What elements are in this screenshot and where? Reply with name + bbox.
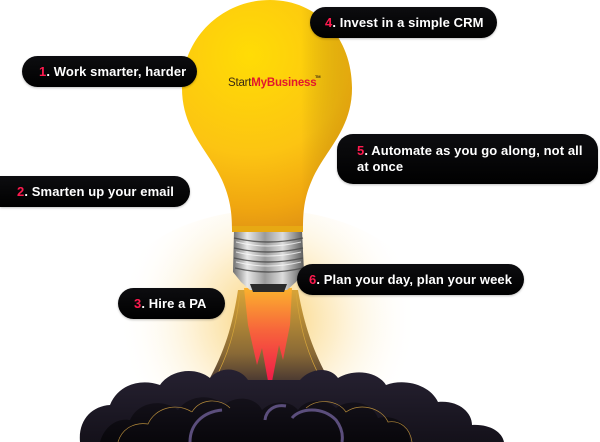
tip-text: . Smarten up your email (24, 184, 175, 199)
tip-text: . Work smarter, harder (46, 64, 187, 79)
logo-mybusiness-text: MyBusiness (251, 77, 317, 89)
logo-trademark: TM (315, 74, 321, 79)
tip-pill-4: 4. Invest in a simple CRM (310, 7, 497, 38)
tip-pill-1: 1. Work smarter, harder (22, 56, 197, 87)
tip-number: 2 (17, 184, 25, 199)
tip-text: . Automate as you go along, not all at o… (357, 143, 583, 174)
tip-number: 1 (39, 64, 47, 79)
tip-pill-6: 6. Plan your day, plan your week (297, 264, 524, 295)
tip-text: . Hire a PA (141, 296, 207, 311)
tip-pill-3: 3. Hire a PA (118, 288, 225, 319)
tip-number: 6 (309, 272, 317, 287)
tip-pill-5: 5. Automate as you go along, not all at … (337, 134, 598, 184)
tip-number: 4 (325, 15, 333, 30)
tip-text: . Plan your day, plan your week (316, 272, 513, 287)
tip-pill-2: 2. Smarten up your email (0, 176, 190, 207)
logo-start-text: Start (228, 77, 252, 89)
tip-text: . Invest in a simple CRM (332, 15, 484, 30)
tip-number: 3 (134, 296, 142, 311)
tip-number: 5 (357, 143, 365, 158)
